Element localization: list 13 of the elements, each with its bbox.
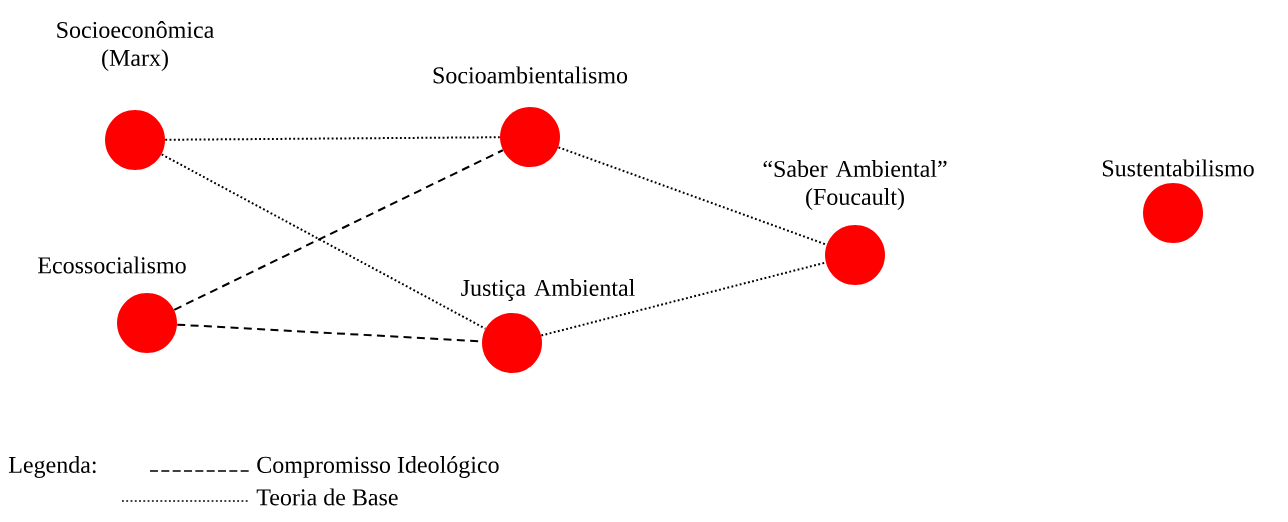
- legend-title: Legenda:: [8, 456, 96, 478]
- node-label: “Saber Ambiental” (Foucault): [763, 160, 947, 210]
- node-label: Socioeconômica (Marx): [57, 21, 214, 71]
- node-label: Justiça Ambiental: [461, 279, 635, 301]
- connector: [557, 146, 828, 246]
- legend-text: Teoria de Base: [256, 488, 398, 506]
- node-label: Sustentabilismo: [1102, 159, 1254, 177]
- legend-text: Compromisso Ideológico: [257, 456, 499, 478]
- node-label: Ecossocialismo: [38, 256, 186, 274]
- connector: [540, 261, 827, 337]
- node-label: Socioambientalismo: [433, 66, 628, 84]
- connector: [173, 149, 504, 311]
- connector: [164, 136, 501, 141]
